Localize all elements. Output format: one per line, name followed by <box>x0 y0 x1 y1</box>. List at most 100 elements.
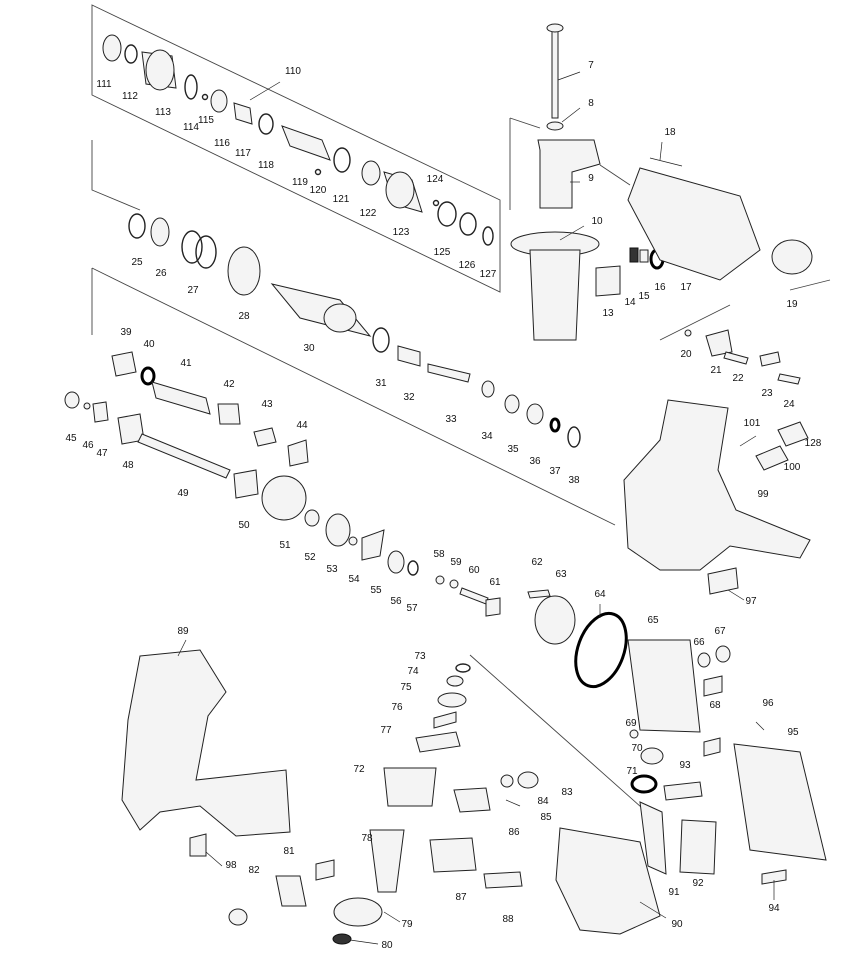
part-47 <box>92 401 109 423</box>
part-label-66: 66 <box>693 637 705 648</box>
part-label-33: 33 <box>445 414 457 425</box>
clutch-parts <box>435 575 628 689</box>
part-label-45: 45 <box>65 433 77 444</box>
part-119 <box>281 125 331 161</box>
part-label-101: 101 <box>744 418 761 429</box>
panel-110-outline <box>91 4 501 293</box>
motor-panel-line <box>469 654 651 816</box>
part-30-end <box>323 303 357 333</box>
part-7-head <box>546 23 564 33</box>
part-label-8: 8 <box>588 98 594 109</box>
part-label-73: 73 <box>414 651 426 662</box>
part-label-117: 117 <box>235 148 251 159</box>
part-label-57: 57 <box>406 603 418 614</box>
part-label-46: 46 <box>82 440 94 451</box>
part-76 <box>433 711 457 729</box>
part-78 <box>369 829 405 893</box>
part-8 <box>546 121 564 131</box>
part-label-67: 67 <box>714 626 726 637</box>
part-17 <box>627 167 761 281</box>
part-53 <box>325 513 351 547</box>
part-label-68: 68 <box>709 700 721 711</box>
part-73 <box>455 663 471 673</box>
part-label-52: 52 <box>304 552 316 563</box>
part-95 <box>733 743 827 861</box>
part-label-123: 123 <box>393 227 410 238</box>
leader-7 <box>557 71 581 81</box>
part-label-59: 59 <box>450 557 462 568</box>
part-label-43: 43 <box>261 399 273 410</box>
part-label-39: 39 <box>120 327 132 338</box>
part-label-22: 22 <box>732 373 744 384</box>
part-label-126: 126 <box>459 260 476 271</box>
part-label-47: 47 <box>96 448 108 459</box>
part-label-27: 27 <box>187 285 199 296</box>
part-123-face <box>385 171 415 209</box>
leader-10 <box>559 225 585 241</box>
part-label-19: 19 <box>786 299 798 310</box>
part-label-53: 53 <box>326 564 338 575</box>
part-88 <box>483 871 523 889</box>
part-label-17: 17 <box>680 282 692 293</box>
part-13 <box>595 265 621 297</box>
part-94 <box>761 869 787 885</box>
part-68b <box>703 737 721 757</box>
part-92 <box>679 819 717 875</box>
part-83 <box>517 771 539 789</box>
part-label-128: 128 <box>805 438 822 449</box>
leader-lines <box>177 71 775 945</box>
part-81 <box>315 859 335 881</box>
part-label-26: 26 <box>155 268 167 279</box>
part-42 <box>217 403 241 425</box>
part-label-74: 74 <box>407 666 419 677</box>
part-label-10: 10 <box>591 216 603 227</box>
part-121 <box>333 147 351 173</box>
part-62 <box>527 589 551 599</box>
part-label-85: 85 <box>540 812 552 823</box>
part-label-23: 23 <box>761 388 773 399</box>
part-67 <box>715 645 731 663</box>
part-56 <box>387 550 405 574</box>
part-111 <box>102 34 122 62</box>
part-52 <box>304 509 320 527</box>
part-label-80: 80 <box>381 940 393 951</box>
part-91 <box>639 801 667 875</box>
part-58 <box>435 575 445 585</box>
part-77 <box>415 731 461 753</box>
part-label-120: 120 <box>310 185 327 196</box>
part-25 <box>128 213 146 239</box>
part-label-71: 71 <box>626 766 638 777</box>
part-label-14: 14 <box>624 297 636 308</box>
part-label-72: 72 <box>353 764 365 775</box>
part-21 <box>705 329 733 357</box>
panel-39-57-edge <box>91 267 616 526</box>
switch-panel-line <box>659 304 731 341</box>
part-45 <box>64 391 80 409</box>
part-122 <box>361 160 381 186</box>
part-90 <box>555 827 661 935</box>
part-label-111: 111 <box>96 79 112 90</box>
part-41 <box>151 381 211 415</box>
part-label-31: 31 <box>375 378 387 389</box>
part-37 <box>549 417 561 433</box>
part-10 <box>529 249 581 341</box>
part-label-113: 113 <box>155 107 171 118</box>
part-54 <box>348 536 358 546</box>
part-97 <box>707 567 739 595</box>
part-7 <box>551 27 559 119</box>
barrel-parts <box>128 213 581 448</box>
part-label-91: 91 <box>668 887 680 898</box>
side-handle-parts <box>510 23 601 341</box>
part-label-99: 99 <box>757 489 769 500</box>
part-126 <box>459 212 477 236</box>
part-66 <box>697 652 711 668</box>
part-80 <box>332 933 352 945</box>
part-label-40: 40 <box>143 339 155 350</box>
drive-parts <box>64 351 419 576</box>
part-label-127: 127 <box>480 269 497 280</box>
part-22 <box>723 351 749 365</box>
part-label-118: 118 <box>258 160 274 171</box>
part-30 <box>270 283 372 337</box>
part-label-125: 125 <box>434 247 451 258</box>
